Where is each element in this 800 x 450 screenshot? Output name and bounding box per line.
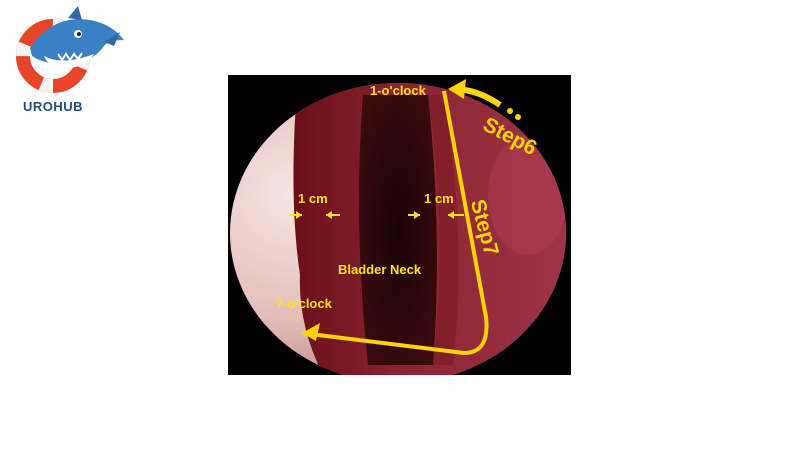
one-oclock-label: 1-o'clock: [370, 83, 426, 98]
right-cm-label: 1 cm: [424, 191, 454, 206]
left-cm-label: 1 cm: [298, 191, 328, 206]
seven-oclock-label: 7-o'clock: [276, 296, 332, 311]
urohub-logo: UROHUB: [8, 4, 128, 124]
endoscopic-image: [230, 79, 566, 375]
shark-logo-icon: [16, 6, 124, 93]
brand-name: UROHUB: [22, 99, 84, 114]
endoscopic-figure: 1-o'clock 7-o'clock Bladder Neck 1 cm 1 …: [228, 75, 571, 375]
bladder-neck-label: Bladder Neck: [338, 262, 422, 277]
